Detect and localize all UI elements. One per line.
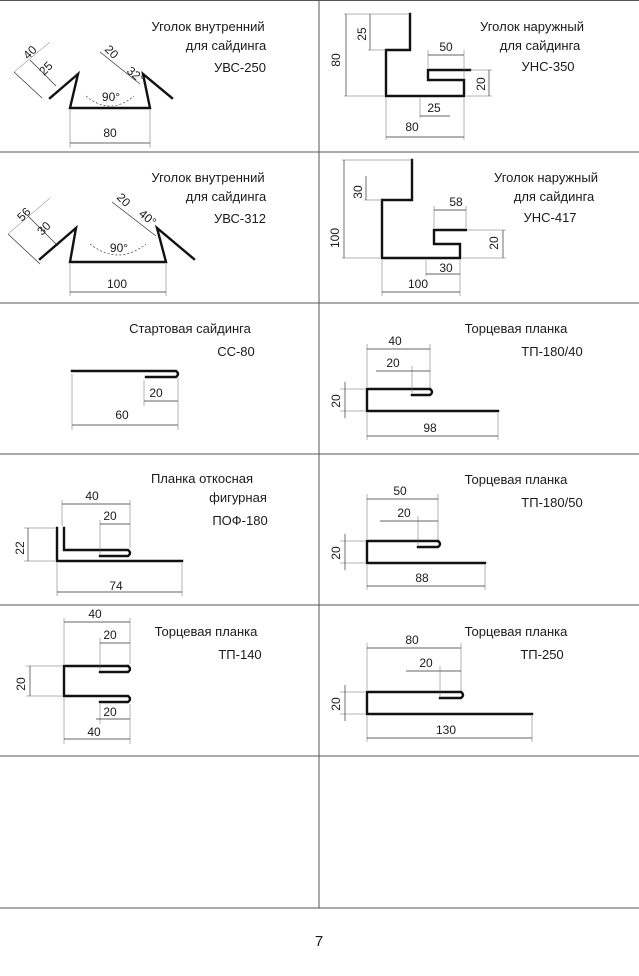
cell-ss80: Стартовая сайдинга СС-80 20 60	[70, 321, 255, 430]
uvs312-dim-b: 30	[34, 219, 54, 239]
tp180-50-dim-top: 50	[393, 484, 407, 498]
tp180-50-dim-height: 20	[329, 546, 343, 560]
tp250-dim-top: 80	[405, 633, 419, 647]
uvs312-title-line1: Уголок внутренний	[151, 170, 264, 185]
tp180-40-code: ТП-180/40	[521, 344, 582, 359]
uvs250-title-line1: Уголок внутренний	[151, 19, 264, 34]
tp180-50-dim-fold: 20	[397, 506, 411, 520]
uns350-dim-width: 80	[405, 120, 419, 134]
tp180-40-dim-height: 20	[329, 394, 343, 408]
cell-tp180-40: Торцевая планка ТП-180/40 40 20 20 98	[329, 321, 583, 440]
cell-tp140: Торцевая планка ТП-140 40 20 20 20 40	[14, 607, 262, 744]
cell-uvs312: Уголок внутренний для сайдинга УВС-312 9…	[7, 170, 267, 296]
pof180-dim-width: 74	[109, 579, 123, 593]
uns350-title-line1: Уголок наружный	[480, 19, 584, 34]
tp140-dim-height: 20	[14, 677, 28, 691]
uns417-title-line1: Уголок наружный	[494, 170, 598, 185]
cell-uns350: Уголок наружный для сайдинга УНС-350 80 …	[329, 12, 584, 140]
uvs312-profile	[38, 224, 196, 264]
uns417-dim-fold: 20	[487, 236, 501, 250]
tp140-dim-fold-bottom: 20	[103, 705, 117, 719]
tp140-dim-fold-top: 20	[103, 628, 117, 642]
ss80-profile	[70, 369, 180, 379]
tp180-50-title-line1: Торцевая планка	[465, 472, 569, 487]
tp180-50-profile	[365, 539, 487, 565]
tp180-40-profile	[365, 387, 500, 413]
table-grid	[0, 0, 639, 909]
uvs312-dim-c: 20	[114, 190, 134, 210]
tp250-dim-fold: 20	[419, 656, 433, 670]
tp180-40-title-line1: Торцевая планка	[465, 321, 569, 336]
uvs250-dim-width: 80	[103, 126, 117, 140]
pof180-title-line2: фигурная	[209, 490, 267, 505]
uns417-dim-top: 30	[351, 185, 365, 199]
uns350-title-line2: для сайдинга	[500, 38, 581, 53]
uns417-title-line2: для сайдинга	[514, 189, 595, 204]
tp140-profile	[62, 664, 132, 704]
uns350-dim-small: 25	[427, 101, 441, 115]
uns350-profile	[384, 12, 472, 98]
tp180-40-dim-width: 98	[423, 421, 437, 435]
tp250-profile	[365, 690, 534, 716]
ss80-dim-fold: 20	[149, 386, 163, 400]
uvs250-code: УВС-250	[214, 60, 266, 75]
tp250-code: ТП-250	[520, 647, 563, 662]
cell-uvs250: Уголок внутренний для сайдинга УВС-250 9…	[13, 19, 267, 148]
ss80-code: СС-80	[217, 344, 255, 359]
cell-tp180-50: Торцевая планка ТП-180/50 50 20 20 88	[329, 472, 583, 590]
tp140-dim-top: 40	[88, 607, 102, 621]
cell-tp250: Торцевая планка ТП-250 80 20 20 130	[329, 624, 568, 742]
pof180-dim-height: 22	[13, 541, 27, 555]
page-number: 7	[315, 933, 323, 950]
tp180-40-dim-top: 40	[388, 334, 402, 348]
tp140-title-line1: Торцевая планка	[155, 624, 259, 639]
uns417-dim-width: 100	[408, 277, 428, 291]
uvs312-code: УВС-312	[214, 211, 266, 226]
uns350-dim-height: 80	[329, 53, 343, 67]
tp250-dim-height: 20	[329, 697, 343, 711]
uns417-dim-shelf: 58	[449, 195, 463, 209]
pof180-code: ПОФ-180	[212, 513, 267, 528]
uvs250-title-line2: для сайдинга	[186, 38, 267, 53]
uvs250-dim-inner-angle: 90°	[102, 90, 120, 104]
uvs312-title-line2: для сайдинга	[186, 189, 267, 204]
uvs250-dim-c: 20	[102, 42, 122, 62]
tp140-code: ТП-140	[218, 647, 261, 662]
uvs250-angle-arc	[85, 95, 135, 107]
tp180-50-code: ТП-180/50	[521, 495, 582, 510]
ss80-title-line1: Стартовая сайдинга	[129, 321, 252, 336]
uvs250-profile	[48, 70, 174, 110]
uvs312-dim-inner-angle: 90°	[110, 241, 128, 255]
pof180-profile	[55, 526, 184, 563]
cell-uns417: Уголок наружный для сайдинга УНС-417 100…	[328, 158, 598, 296]
uns350-dim-fold: 20	[474, 77, 488, 91]
uns417-profile	[380, 158, 468, 260]
tp250-title-line1: Торцевая планка	[465, 624, 569, 639]
uns350-code: УНС-350	[521, 59, 574, 74]
ss80-dim-width: 60	[115, 408, 129, 422]
tp140-dim-width: 40	[87, 725, 101, 739]
uns350-dim-top: 25	[355, 27, 369, 41]
uvs312-dim-width: 100	[107, 277, 127, 291]
uns417-dim-small: 30	[439, 261, 453, 275]
uns417-code: УНС-417	[523, 210, 576, 225]
pof180-dim-fold: 20	[103, 509, 117, 523]
pof180-title-line1: Планка откосная	[151, 471, 253, 486]
tp180-40-dim-fold: 20	[386, 356, 400, 370]
uvs250-dim-b: 25	[36, 59, 56, 79]
uns350-dim-shelf: 50	[439, 40, 453, 54]
uvs312-dim-a: 56	[14, 205, 34, 225]
uns417-dim-height: 100	[328, 228, 342, 248]
tp180-50-dim-width: 88	[415, 571, 429, 585]
tp250-dim-width: 130	[436, 723, 456, 737]
uvs250-dim-a: 40	[20, 43, 40, 63]
cell-pof180: Планка откосная фигурная ПОФ-180 40 20 2…	[13, 471, 268, 596]
pof180-dim-top: 40	[85, 489, 99, 503]
